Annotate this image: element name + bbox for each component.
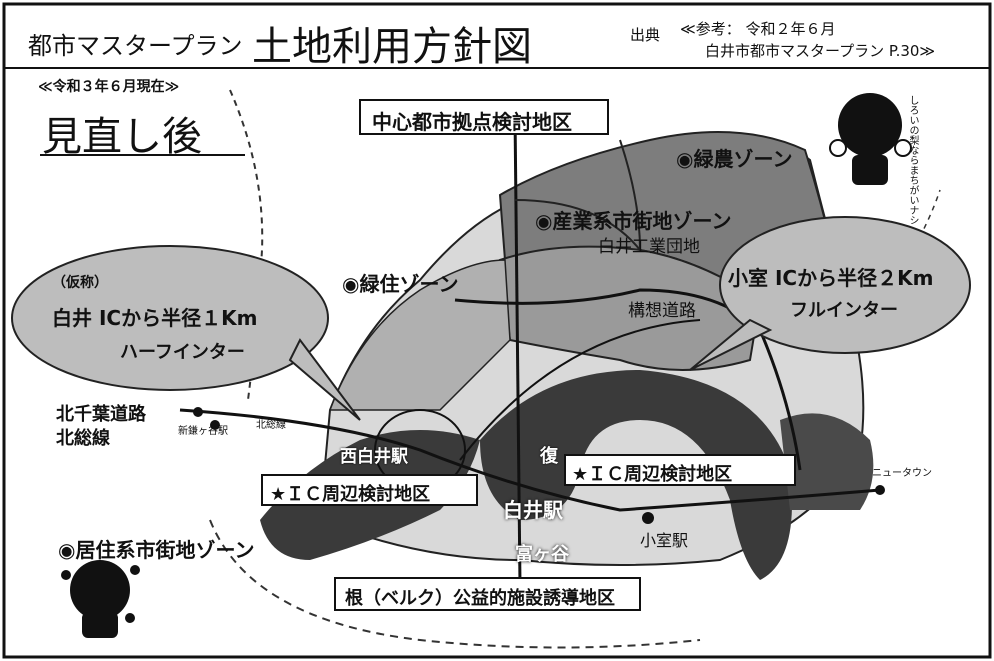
callout-komuro-radius: 小室 ICから半径２Km (728, 266, 934, 290)
main-title: 土地利用方針図 (252, 24, 532, 70)
planned-road-label: 構想道路 (628, 301, 696, 321)
box-ic-district (564, 454, 796, 486)
as-of-date: ≪令和３年６月現在≫ (38, 79, 180, 95)
box-west-ic-district (261, 474, 478, 506)
planned-road-branch (459, 319, 701, 461)
public-district-label: 根（ベルク）公益的施設誘導地区 (345, 588, 615, 609)
zone-industrial-label: ◉産業系市街地ゾーン (535, 209, 732, 233)
shiroi-station: 白井駅 (503, 498, 563, 522)
source-line2: 白井市都市マスタープラン P.30≫ (705, 42, 936, 60)
komuro-station: 小室駅 (640, 531, 689, 550)
zone-ic-area (480, 370, 792, 580)
series-title: 都市マスタープラン (28, 32, 243, 60)
ic-district-label: ★ＩＣ周辺検討地区 (572, 464, 733, 485)
box-public-district (334, 577, 641, 611)
mascot-bottom (61, 560, 140, 638)
page-heading: 見直し後 (42, 114, 202, 160)
hokuso-line-label-left: 北総線 (56, 428, 110, 449)
mascot-caption: しろいの梨ならまちがいナシ (907, 95, 918, 225)
central-axis (513, 114, 522, 586)
kitachiba-road-label: 北千葉道路 (56, 404, 146, 425)
zone-green-residential (328, 259, 511, 411)
fuku-label: 復 (540, 446, 558, 467)
callout-provisional: （仮称） (52, 275, 108, 291)
zone-residential-label: ◉居住系市街地ゾーン (58, 538, 255, 562)
callout-komuro-ic (719, 216, 971, 354)
central-district-label: 中心都市拠点検討地区 (372, 110, 572, 134)
mascot-top (829, 93, 912, 185)
station-shin-kamagaya (193, 407, 203, 417)
newtown-label: ニュータウン (872, 468, 932, 479)
planned-road (454, 288, 802, 471)
zone-divider-2 (619, 139, 641, 251)
station-shin-kamagaya-2 (210, 420, 220, 430)
zone-green-res-label: ◉緑住ゾーン (342, 272, 459, 296)
tomigaya-label: 富ヶ谷 (515, 544, 569, 565)
hokuso-line-label: 北総線 (256, 420, 286, 431)
zone-green-agri-label: ◉緑農ゾーン (676, 147, 793, 171)
zone-divider-1 (514, 199, 641, 251)
west-ic-district-label: ★ＩＣ周辺検討地区 (270, 484, 431, 505)
source-line1: ≪参考： 令和２年６月 (680, 20, 836, 38)
callout-shiroi-ic (11, 245, 329, 391)
callout-komuro-type: フルインター (790, 300, 898, 321)
callout-shiroi-type: ハーフインター (120, 342, 245, 363)
radius-circle-komuro (209, 519, 701, 649)
source-label: 出典 (630, 26, 661, 44)
box-central-district (359, 99, 609, 135)
industrial-park-label: 白井工業団地 (598, 237, 700, 257)
station-newtown (875, 485, 885, 495)
shin-kamagaya-label: 新鎌ヶ谷駅 (178, 426, 228, 437)
nishi-shiroi-station: 西白井駅 (340, 447, 408, 467)
callout-shiroi-radius: 白井 ICから半径１Km (52, 306, 258, 330)
callout-shiroi-ic-tail (288, 338, 361, 421)
zone-east (780, 413, 874, 510)
station-komuro (642, 512, 654, 524)
hokuso-line (179, 408, 881, 512)
callout-komuro-ic-tail (689, 318, 773, 371)
